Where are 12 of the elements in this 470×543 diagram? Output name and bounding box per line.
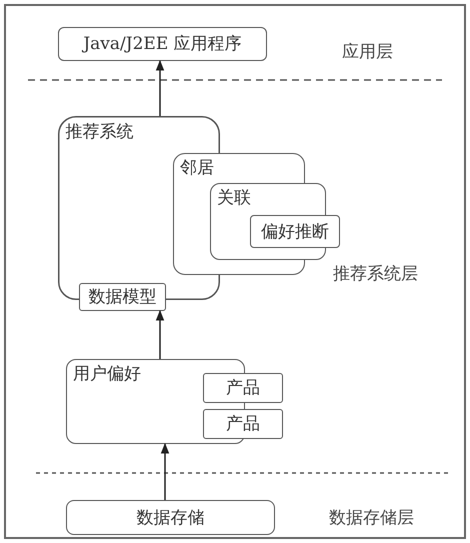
layer-label: 数据存储层 — [329, 507, 414, 529]
model-box: 数据模型 — [79, 283, 166, 311]
app-box: Java/J2EE 应用程序 — [58, 27, 267, 61]
arrow — [156, 60, 164, 116]
arrow — [156, 310, 164, 359]
inference-box: 偏好推断 — [250, 215, 340, 248]
product-box: 产品 — [203, 409, 283, 439]
arrow — [160, 442, 170, 500]
product-box: 产品 — [203, 373, 283, 403]
layer-label: 推荐系统层 — [333, 263, 418, 285]
storage-box: 数据存储 — [66, 500, 275, 535]
layer-label: 应用层 — [342, 41, 393, 63]
